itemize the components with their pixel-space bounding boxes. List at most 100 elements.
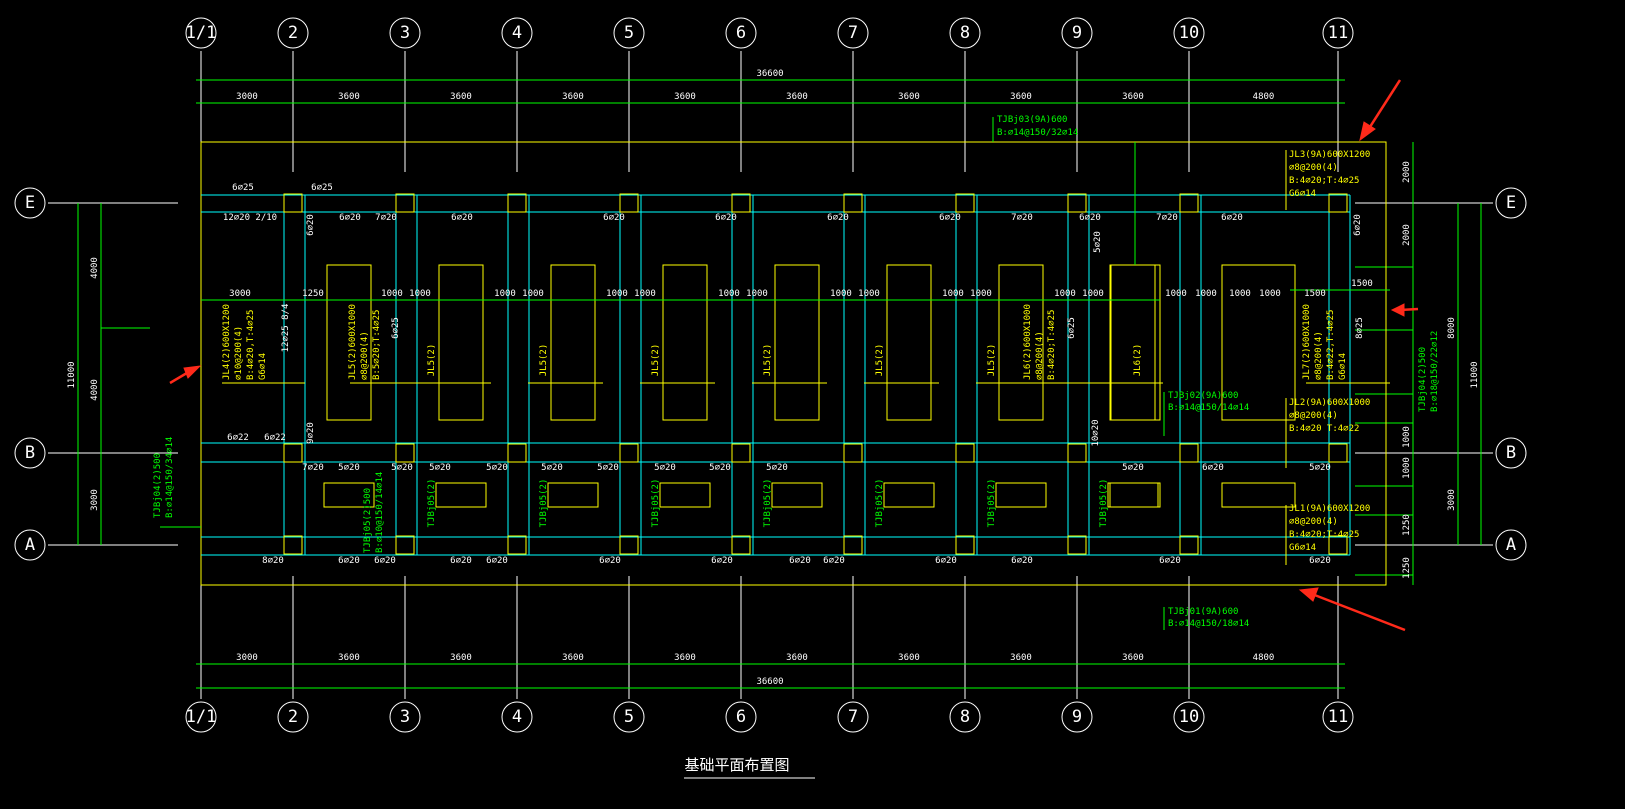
tjb-right-rebar: B:⌀18@150/22⌀12 [1430,331,1440,412]
axis-label-x: 5 [624,707,634,727]
rebar-label: 6⌀20 [1353,214,1363,236]
rebar-label: 5⌀20 [1309,463,1331,473]
pile-cap [1110,264,1156,421]
dimension-segment: 3600 [786,653,808,663]
dimension-inner: 1250 [302,289,324,299]
dimension-overall: 36600 [756,69,783,79]
dimension-segment: 4000 [90,257,100,279]
pile-cap [886,264,932,421]
beam-label-short: JL5(2) [875,344,885,377]
pile-cap-small [659,482,711,508]
axis-bubble [389,701,421,733]
axis-bubble [1173,17,1205,49]
jl2-stirrup: ⌀8@200(4) [1289,411,1338,421]
axis-label-x: 1/1 [186,23,217,43]
dimension-inner: 1000 [942,289,964,299]
axis-label-x: 5 [624,23,634,43]
jl2-rebar: B:4⌀20 T:4⌀22 [1289,424,1359,434]
rebar-label: 6⌀20 [339,213,361,223]
axis-bubble [501,17,533,49]
axis-bubble [501,701,533,733]
jl1-stirrup: ⌀8@200(4) [1289,517,1338,527]
annotation-tjb02: TJBj02(9A)600 B:⌀14@150/14⌀14 [1163,391,1249,436]
rebar-label: 6⌀20 [827,213,849,223]
jl4-side: G6⌀14 [258,353,268,380]
rebar-label: 6⌀20 [599,556,621,566]
tjb-label-short: TJBj05(2) [651,479,661,528]
annotation-jl6: JL6(2)600X1000 ⌀8@200(4) B:4⌀20;T:4⌀25 [1023,304,1110,384]
rebar-label: 7⌀20 [302,463,324,473]
axis-bubble [185,17,217,49]
axis-label-x: 11 [1328,23,1348,43]
pile-cap-small [1109,482,1161,508]
column [1179,193,1199,213]
pile-cap-small [995,482,1047,508]
dimension-segment: 1250 [1402,514,1412,536]
axis-bubble [277,701,309,733]
dimension-segment: 3600 [674,653,696,663]
axis-bubble [1173,701,1205,733]
jl5-stirrup: ⌀8@200(4) [360,331,370,380]
axis-label-y: E [1506,193,1516,213]
jl4-stirrup: ⌀10@200(4) [234,326,244,380]
rebar-label: 6⌀20 [935,556,957,566]
annotation-tjb04-left: TJBj04(2)500 B:⌀14@150/34⌀14 [153,437,201,528]
axis-label-x: 8 [960,707,970,727]
jl6-rebar: B:4⌀20;T:4⌀25 [1047,310,1057,380]
dimension-inner: 1000 [409,289,431,299]
arrow-icon [1298,587,1406,632]
column [843,443,863,463]
rebar-label: 6⌀20 [1221,213,1243,223]
rebar-label: 6⌀20 [711,556,733,566]
pile-cap [998,264,1044,421]
dimension-inner: 1000 [830,289,852,299]
tjb-label-short: TJBj05(2) [875,479,885,528]
dimension-inner: 1000 [1165,289,1187,299]
axis-bubble [1322,701,1354,733]
axis-label-x: 9 [1072,707,1082,727]
axis-bubble [949,701,981,733]
rebar-label: 5⌀20 [486,463,508,473]
column [619,535,639,555]
column [843,193,863,213]
axis-bubble [14,437,46,469]
dimension-segment: 3600 [1010,653,1032,663]
tjb01-rebar: B:⌀14@150/18⌀14 [1168,619,1249,629]
axis-label-x: 10 [1179,23,1199,43]
dimension-segment: 3000 [236,92,258,102]
axis-bubble [1495,187,1527,219]
rebar-label: 6⌀20 [1079,213,1101,223]
axis-label-x: 4 [512,707,522,727]
rebar-label: 6⌀25 [1067,317,1077,339]
dimension-inner: 1000 [718,289,740,299]
rebar-label: 6⌀20 [603,213,625,223]
rebar-label: 9⌀20 [306,422,316,444]
jl7-stirrup: ⌀8@200(4) [1314,331,1324,380]
rebar-label: 7⌀20 [1011,213,1033,223]
pile-cap-small [323,482,375,508]
column [1328,443,1348,463]
dimension-inner: 1000 [522,289,544,299]
rebar-label: 8⌀20 [262,556,284,566]
column [619,443,639,463]
jl6-stirrup: ⌀8@200(4) [1035,331,1045,380]
annotation-tjb05: TJBj05(2)500 B:⌀10@150/14⌀14 [363,472,385,553]
rebar-label: 6⌀25 [232,183,254,193]
pile-cap [774,264,820,421]
tjb01-label: TJBj01(9A)600 [1168,607,1238,617]
dimension-segment: 2000 [1402,224,1412,246]
dimension-inner: 1000 [1229,289,1251,299]
tjb04-rebar: B:⌀14@150/34⌀14 [165,437,175,518]
dimension-sub: 3000 [1447,489,1457,511]
rebar-label: 6⌀25 [311,183,333,193]
dimension-segment: 2000 [1402,161,1412,183]
arrow-icon [1359,79,1402,142]
dimension-segment: 3600 [338,92,360,102]
dimension-segment: 4800 [1253,92,1275,102]
column [955,193,975,213]
jl4-rebar: B:4⌀20,T:4⌀25 [246,310,256,380]
pile-cap-small [1221,482,1296,508]
axis-bubble [389,17,421,49]
rebar-label: 6⌀20 [451,213,473,223]
axis-label-y: A [25,535,35,555]
